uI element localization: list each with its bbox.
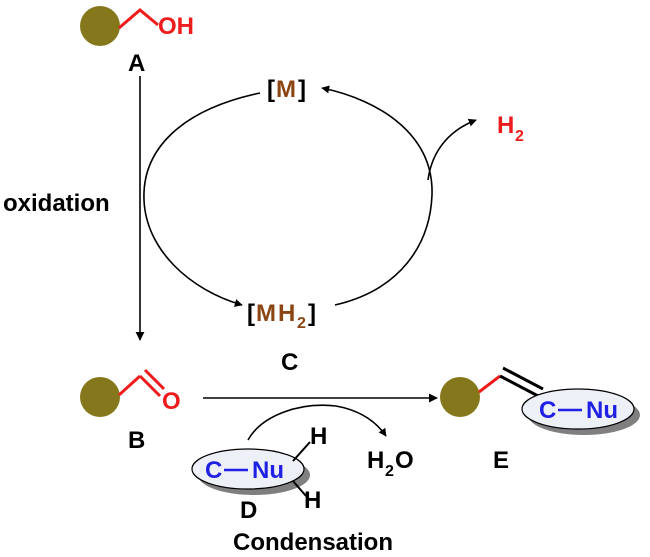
nu-d: Nu	[252, 457, 284, 484]
carbon-e: C	[539, 397, 556, 424]
water-release-arrow	[247, 404, 387, 441]
label-c: C	[281, 349, 298, 376]
bond-b	[117, 374, 142, 397]
bracket-close-m: ]	[298, 76, 306, 103]
hydroxyl-label: OH	[158, 13, 194, 40]
label-a: A	[128, 50, 145, 77]
hydrogen-upper: H	[310, 423, 327, 450]
h2-release-arrow	[427, 118, 477, 181]
bond-e	[478, 374, 501, 394]
water-o: O	[395, 447, 414, 474]
cycle-arc-left	[143, 92, 261, 307]
nu-e: Nu	[586, 397, 618, 424]
label-e: E	[493, 447, 509, 474]
condensation-label: Condensation	[233, 529, 393, 556]
metal-mh2: M	[256, 300, 276, 327]
metal-m: M	[276, 76, 296, 103]
bond-a	[118, 8, 159, 30]
bracket-open-mh2: [	[247, 300, 255, 327]
bracket-close-mh2: ]	[308, 300, 316, 327]
compound-b: O B	[80, 368, 181, 454]
h2-sub: 2	[515, 128, 524, 145]
label-d: D	[240, 497, 257, 524]
label-b: B	[128, 427, 145, 454]
catalyst-mh2: [ M H 2 ]	[247, 300, 316, 332]
oxidation-label-bg	[0, 186, 134, 218]
cycle-arc-right	[321, 85, 433, 306]
carbonyl-bond-1	[138, 374, 162, 398]
water-h: H	[367, 447, 384, 474]
compound-a: OH A	[80, 6, 194, 77]
oxygen-label: O	[162, 388, 181, 415]
carbonyl-bond-2	[143, 368, 166, 391]
support-bead-b	[80, 377, 120, 417]
oxidation-label: oxidation	[3, 190, 110, 217]
compound-e: C Nu E	[440, 366, 640, 474]
double-bond-e-1	[499, 374, 541, 399]
catalyst-m: [ M ]	[267, 76, 306, 103]
water-product: H 2 O	[367, 447, 414, 480]
h2-h: H	[497, 112, 514, 139]
h2-product: H 2	[497, 112, 524, 145]
carbon-d: C	[205, 457, 222, 484]
h-bond-up	[292, 441, 311, 462]
support-bead-a	[80, 6, 120, 46]
hydride-h: H	[278, 300, 295, 327]
double-bond-e-2	[502, 366, 544, 391]
hydride-sub: 2	[297, 315, 306, 332]
catalytic-cycle: [ M ] [ M H 2 ] H 2	[143, 76, 524, 332]
h-bond-down	[292, 480, 307, 497]
compound-d: C Nu H H D	[191, 423, 327, 524]
hydrogen-lower: H	[304, 487, 321, 514]
water-sub: 2	[385, 463, 394, 480]
support-bead-e	[440, 377, 480, 417]
bracket-open-m: [	[267, 76, 275, 103]
